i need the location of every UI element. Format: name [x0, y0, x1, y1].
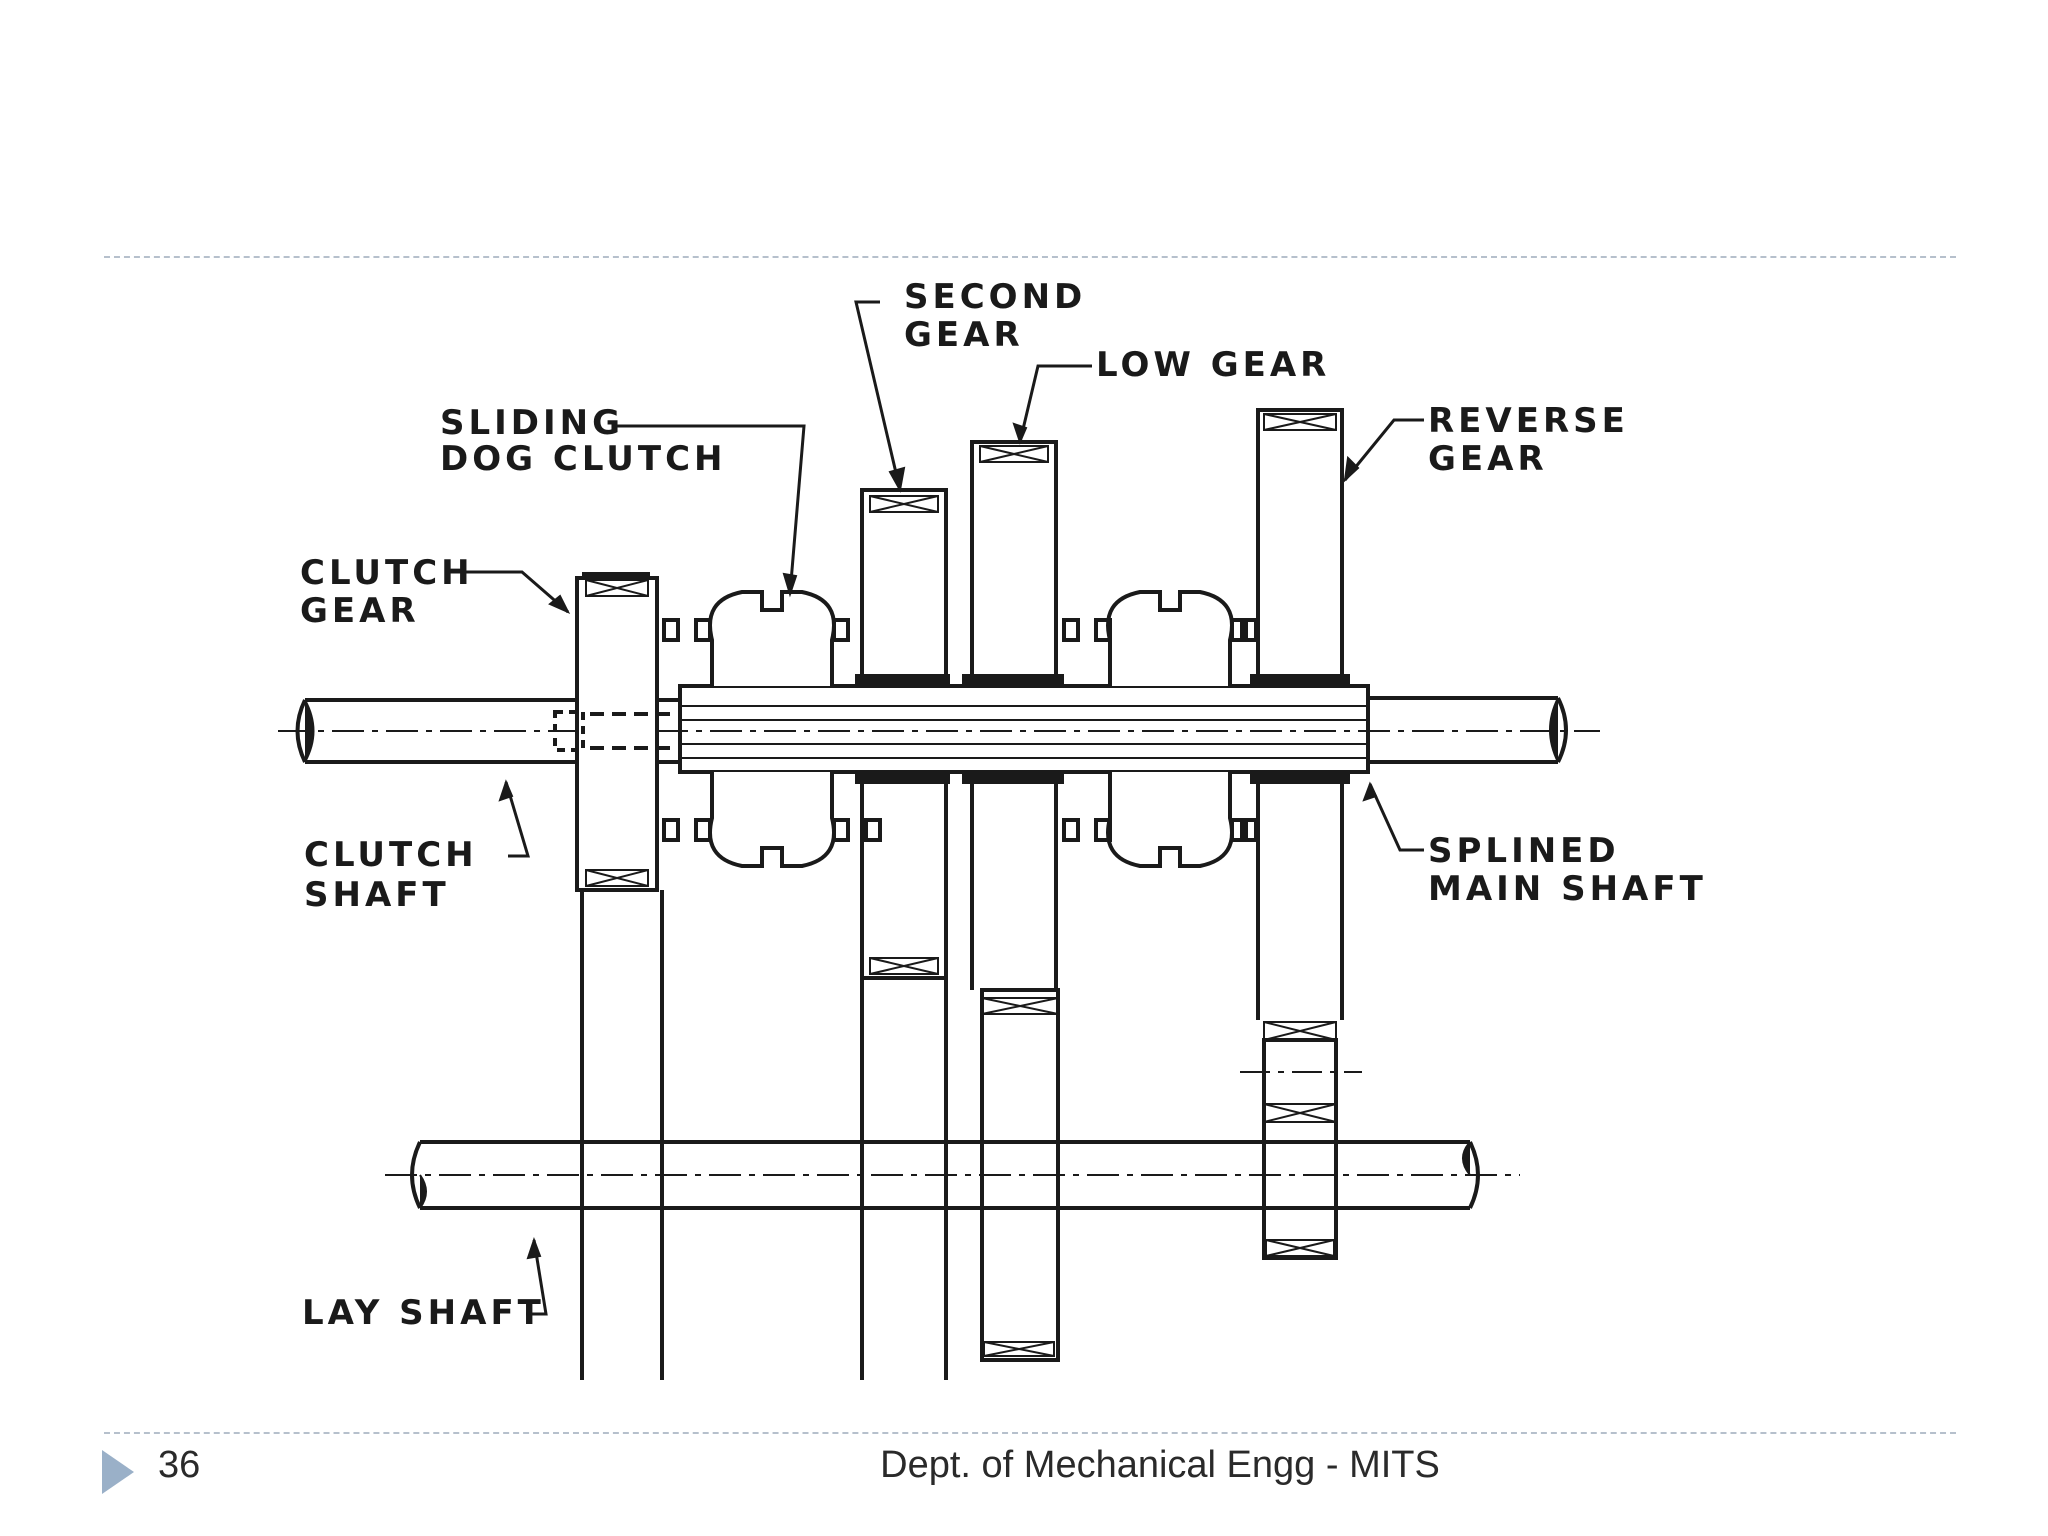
leader-arrowheads [498, 422, 1378, 1260]
dog-clutch-right [1062, 590, 1258, 868]
label-reverse-gear-line2: GEAR [1428, 439, 1548, 479]
label-second-gear-line1: SECOND [904, 277, 1086, 317]
label-clutch-gear-line2: GEAR [300, 591, 420, 631]
low-gear [962, 440, 1064, 1362]
splined-main-shaft [678, 684, 1568, 774]
laygear-clutch [580, 890, 664, 1380]
second-gear [855, 488, 950, 1380]
diagram-labels: SECOND GEAR LOW GEAR SLIDING DOG CLUTCH … [300, 277, 1707, 1333]
center-lines [278, 730, 1600, 1176]
reverse-gear [1240, 408, 1362, 1260]
label-low-gear: LOW GEAR [1096, 345, 1330, 385]
label-sliding-dog-clutch-line2: DOG CLUTCH [440, 439, 726, 479]
label-sliding-dog-clutch-line1: SLIDING [440, 403, 624, 443]
label-clutch-shaft-line1: CLUTCH [304, 835, 478, 875]
label-splined-main-shaft-line1: SPLINED [1428, 831, 1620, 871]
bottom-divider [104, 1432, 1956, 1434]
top-divider [104, 256, 1956, 258]
label-clutch-gear-line1: CLUTCH [300, 553, 474, 593]
label-second-gear-line2: GEAR [904, 315, 1024, 355]
footer-arrow-icon [102, 1450, 134, 1494]
clutch-gear [553, 572, 680, 892]
label-clutch-shaft-line2: SHAFT [304, 875, 450, 915]
label-lay-shaft: LAY SHAFT [302, 1293, 545, 1333]
label-splined-main-shaft-line2: MAIN SHAFT [1428, 869, 1707, 909]
leader-lines [452, 300, 1424, 1316]
footer-text: Dept. of Mechanical Engg - MITS [880, 1444, 1440, 1486]
slide-number: 36 [158, 1444, 201, 1486]
dog-clutch-left [662, 590, 882, 868]
label-reverse-gear-line1: REVERSE [1428, 401, 1629, 441]
